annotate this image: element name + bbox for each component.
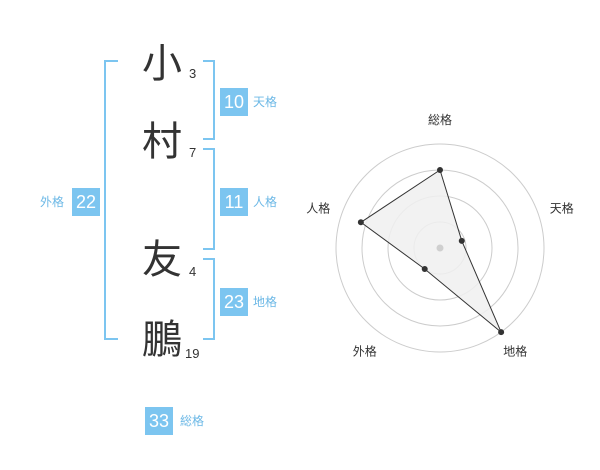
- stroke-count-2: 7: [189, 145, 197, 160]
- radar-point-5: [357, 219, 364, 226]
- jinkaku-bracket: [203, 148, 215, 250]
- chikaku-label: 地格: [253, 295, 278, 309]
- soukaku-label: 総格: [180, 414, 205, 428]
- name-char-2: 村: [142, 119, 182, 165]
- tenkaku-value-badge: 10: [220, 88, 248, 116]
- stroke-count-3: 4: [189, 264, 197, 279]
- gaikaku-value-badge: 22: [72, 188, 100, 216]
- stroke-count-4: 19: [185, 346, 200, 361]
- gaikaku-label: 外格: [40, 195, 65, 209]
- radar-center-dot: [436, 244, 444, 252]
- chikaku-value-badge: 23: [220, 288, 248, 316]
- radar-axis-label-5: 人格: [306, 200, 330, 215]
- radar-points: [357, 167, 505, 336]
- radar-axis-label-3: 地格: [503, 344, 527, 359]
- radar-point-2: [458, 237, 465, 244]
- stroke-count-1: 3: [189, 66, 197, 81]
- radar-point-3: [498, 329, 505, 336]
- radar-axis-label-1: 総格: [428, 112, 452, 127]
- soukaku-value-badge: 33: [145, 407, 173, 435]
- name-char-3: 友: [142, 237, 182, 283]
- radar-point-4: [421, 266, 428, 273]
- jinkaku-value-badge: 11: [220, 188, 248, 216]
- name-char-4: 鵬: [142, 317, 182, 363]
- radar-ring-4: [335, 143, 545, 353]
- radar-point-1: [437, 167, 443, 173]
- name-char-1: 小: [142, 41, 182, 87]
- radar-area: [360, 169, 502, 333]
- outer-bracket: [104, 60, 118, 340]
- radar-axis-label-4: 外格: [353, 344, 377, 359]
- radar-axis-label-2: 天格: [550, 200, 574, 215]
- jinkaku-label: 人格: [253, 195, 278, 209]
- chikaku-bracket: [203, 258, 215, 340]
- tenkaku-bracket: [203, 60, 215, 140]
- tenkaku-label: 天格: [253, 95, 278, 109]
